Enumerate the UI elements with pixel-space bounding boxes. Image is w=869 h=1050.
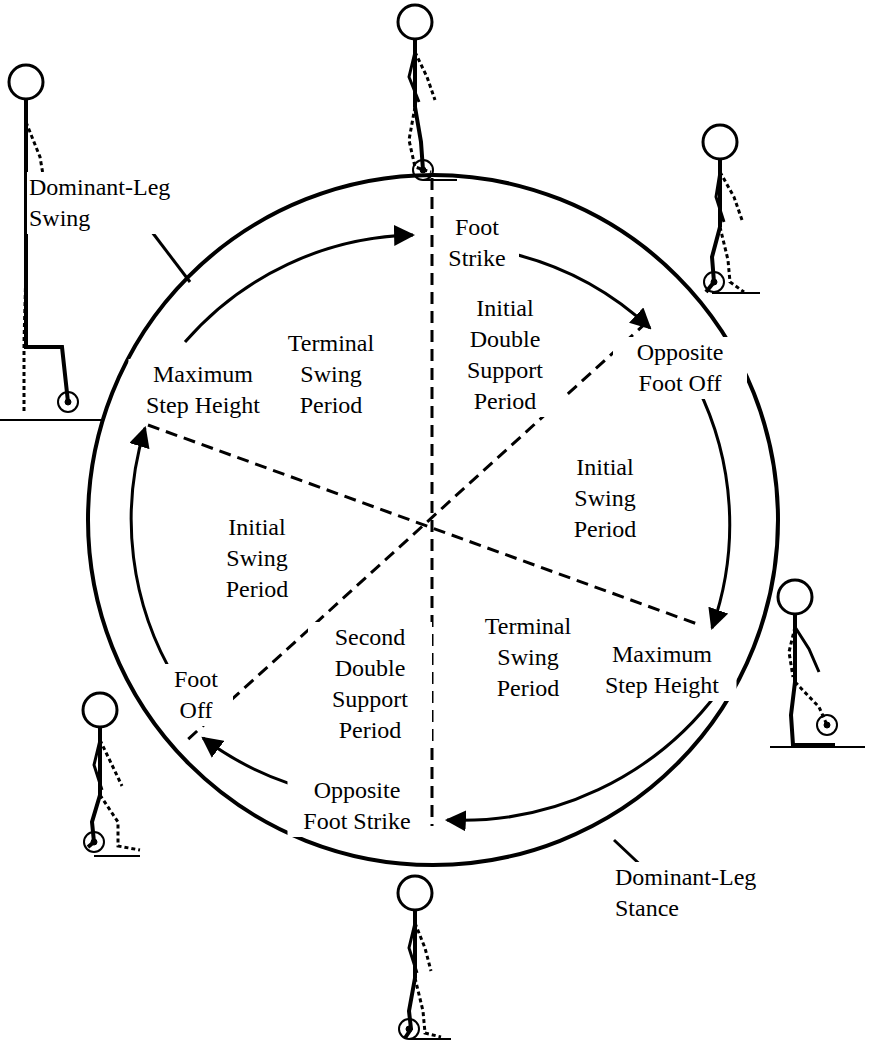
phase-arrows [131, 235, 730, 820]
phase-label: Dominant-Leg Swing [27, 172, 181, 234]
phase-label: Foot Strike [435, 212, 519, 274]
phase-label: Initial Swing Period [556, 452, 655, 545]
phase-label: Maximum Step Height [588, 639, 737, 701]
phase-label: Terminal Swing Period [269, 328, 393, 421]
leader-lines [152, 232, 648, 872]
phase-label: Opposite Foot Strike [288, 775, 427, 837]
phase-label: Initial Swing Period [208, 512, 307, 605]
phase-label: Second Double Support Period [308, 622, 432, 746]
phase-label: Dominant-Leg Stance [613, 862, 767, 924]
phase-label: Terminal Swing Period [466, 611, 590, 704]
phase-label: Initial Double Support Period [443, 293, 567, 417]
phase-label: Opposite Foot Off [613, 337, 747, 399]
cycle-ring [88, 175, 778, 865]
phase-label: Maximum Step Height [129, 359, 278, 421]
phase-label: Foot Off [159, 664, 233, 726]
stick-figures [0, 5, 865, 1039]
sector-dividers [148, 178, 700, 826]
